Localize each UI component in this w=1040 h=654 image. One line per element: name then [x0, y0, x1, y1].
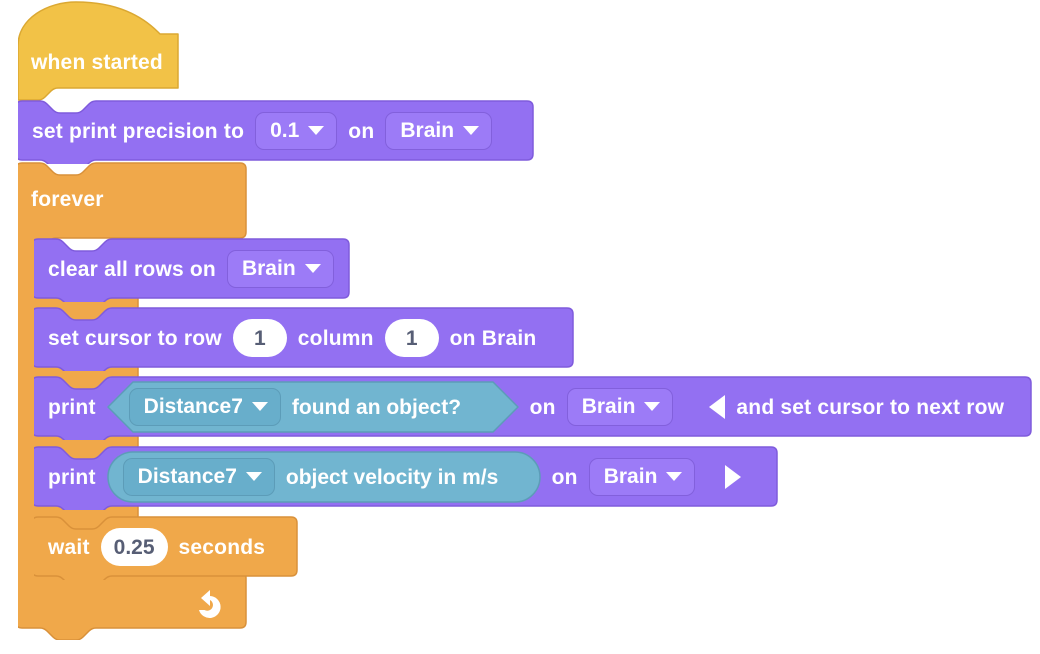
clear-all-rows-text-1: clear all rows on: [48, 257, 216, 281]
chevron-down-icon: [644, 402, 661, 411]
wait-text-2: seconds: [178, 535, 266, 559]
triangle-right-icon[interactable]: [725, 465, 742, 489]
precision-device-value: Brain: [400, 119, 455, 142]
wait-seconds-value: 0.25: [113, 535, 155, 559]
clear-rows-device-value: Brain: [241, 257, 296, 280]
cursor-row-input[interactable]: 1: [232, 319, 287, 357]
set-cursor-text-3: on Brain: [449, 326, 537, 350]
clear-rows-device-dropdown[interactable]: Brain: [226, 250, 334, 288]
chevron-down-icon: [308, 126, 325, 135]
chevron-down-icon: [463, 126, 480, 135]
when-started-shape: [18, 1, 179, 101]
forever-label: forever: [31, 188, 104, 211]
loop-arrow-icon: [199, 590, 221, 618]
chevron-down-icon: [245, 472, 262, 481]
print-found-object-expand-label: and set cursor to next row: [736, 395, 1005, 419]
velocity-sensor-dropdown[interactable]: Distance7: [122, 458, 275, 496]
print-found-object-text-1: print: [48, 395, 96, 419]
cursor-column-input[interactable]: 1: [384, 319, 439, 357]
precision-dropdown[interactable]: 0.1: [255, 112, 338, 150]
distance-sensor-value: Distance7: [143, 395, 243, 418]
chevron-down-icon: [666, 472, 683, 481]
precision-device-dropdown[interactable]: Brain: [385, 112, 493, 150]
velocity-sensor-value: Distance7: [137, 465, 237, 488]
found-object-text: found an object?: [291, 395, 462, 419]
set-print-precision-text-2: on: [348, 119, 375, 143]
set-cursor-text-2: column: [297, 326, 374, 350]
print-found-device-dropdown[interactable]: Brain: [566, 388, 674, 426]
print-velocity-text-1: print: [48, 465, 96, 489]
cursor-row-value: 1: [253, 326, 266, 350]
print-velocity-text-2: on: [551, 465, 578, 489]
print-found-object-text-2: on: [529, 395, 556, 419]
set-print-precision-text-1: set print precision to: [32, 119, 245, 143]
distance-sensor-dropdown[interactable]: Distance7: [128, 388, 281, 426]
chevron-down-icon: [304, 264, 321, 273]
block-print-found-object[interactable]: print Distance7 found an object? on Brai…: [34, 376, 1032, 440]
reporter-distance-found-object[interactable]: Distance7 found an object?: [106, 381, 519, 433]
print-found-device-value: Brain: [581, 395, 636, 418]
velocity-text: object velocity in m/s: [285, 465, 499, 489]
cursor-column-value: 1: [405, 326, 418, 350]
block-when-started[interactable]: when started: [18, 0, 179, 101]
reporter-distance-velocity[interactable]: Distance7 object velocity in m/s: [106, 451, 541, 503]
block-clear-all-rows[interactable]: clear all rows on Brain: [34, 238, 350, 302]
print-velocity-device-value: Brain: [603, 465, 658, 488]
triangle-left-icon[interactable]: [709, 395, 726, 419]
wait-seconds-input[interactable]: 0.25: [100, 528, 168, 566]
print-velocity-device-dropdown[interactable]: Brain: [588, 458, 696, 496]
block-set-print-precision[interactable]: set print precision to 0.1 on Brain: [18, 100, 534, 164]
block-wait[interactable]: wait 0.25 seconds: [34, 516, 298, 580]
wait-text-1: wait: [48, 535, 90, 559]
chevron-down-icon: [251, 402, 268, 411]
precision-dropdown-value: 0.1: [270, 119, 300, 142]
when-started-label: when started: [31, 51, 163, 74]
block-print-velocity[interactable]: print Distance7 object velocity in m/s o…: [34, 446, 778, 510]
block-set-cursor[interactable]: set cursor to row 1 column 1 on Brain: [34, 307, 574, 371]
set-cursor-text-1: set cursor to row: [48, 326, 222, 350]
